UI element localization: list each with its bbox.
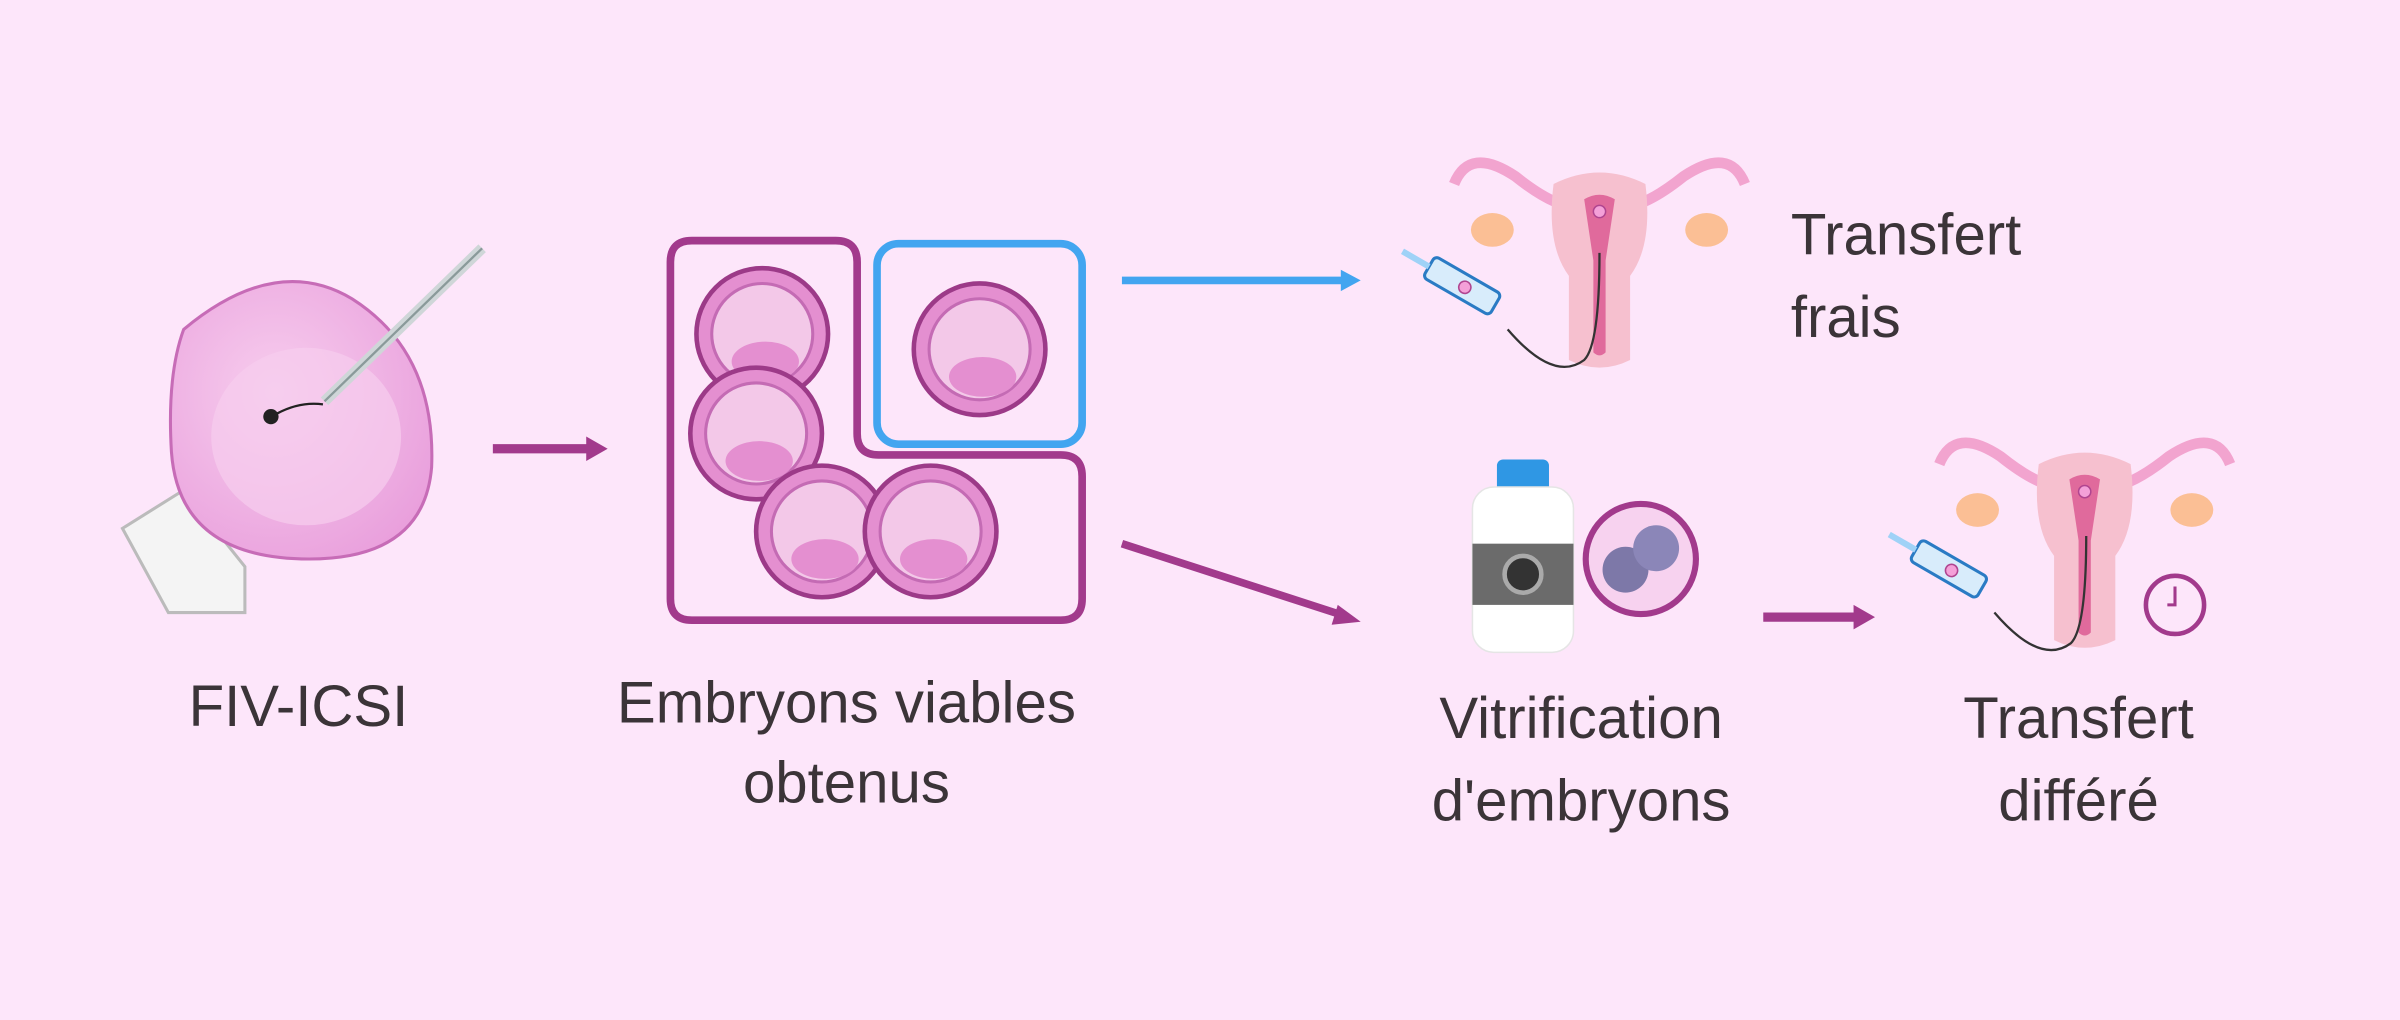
embryo-icon (914, 283, 1046, 415)
clock-icon (2143, 573, 2207, 637)
deferred-transfer-illustration (1883, 443, 2230, 650)
label-fresh-1: Transfert (1791, 202, 2022, 267)
embryos-group (666, 236, 1086, 625)
label-vitrification-2: d'embryons (1432, 769, 1731, 834)
vitrification-illustration (1471, 459, 1699, 654)
frozen-embryo-icon (1582, 500, 1699, 618)
label-deferred-2: différé (1998, 769, 2159, 834)
nitrogen-bottle-icon (1471, 459, 1575, 654)
fresh-transfer-illustration (1396, 163, 1745, 368)
arrow-to-fresh-transfer (1121, 269, 1361, 292)
syringe-icon (1396, 241, 1501, 316)
arrow-to-vitrification (1120, 540, 1361, 625)
icsi-illustration (120, 244, 486, 615)
embryo-icon (865, 466, 997, 598)
syringe-icon (1883, 524, 1988, 599)
label-deferred-1: Transfert (1963, 686, 2194, 751)
label-icsi: FIV-ICSI (189, 674, 409, 739)
label-embryos-1: Embryons viables (617, 671, 1076, 736)
sperm-icon (263, 408, 279, 425)
label-embryos-2: obtenus (743, 750, 950, 815)
arrow-icsi-to-embryos (492, 436, 608, 462)
arrow-to-deferred-transfer (1763, 604, 1875, 630)
label-vitrification-1: Vitrification (1439, 686, 1722, 751)
label-fresh-2: frais (1791, 285, 1901, 350)
